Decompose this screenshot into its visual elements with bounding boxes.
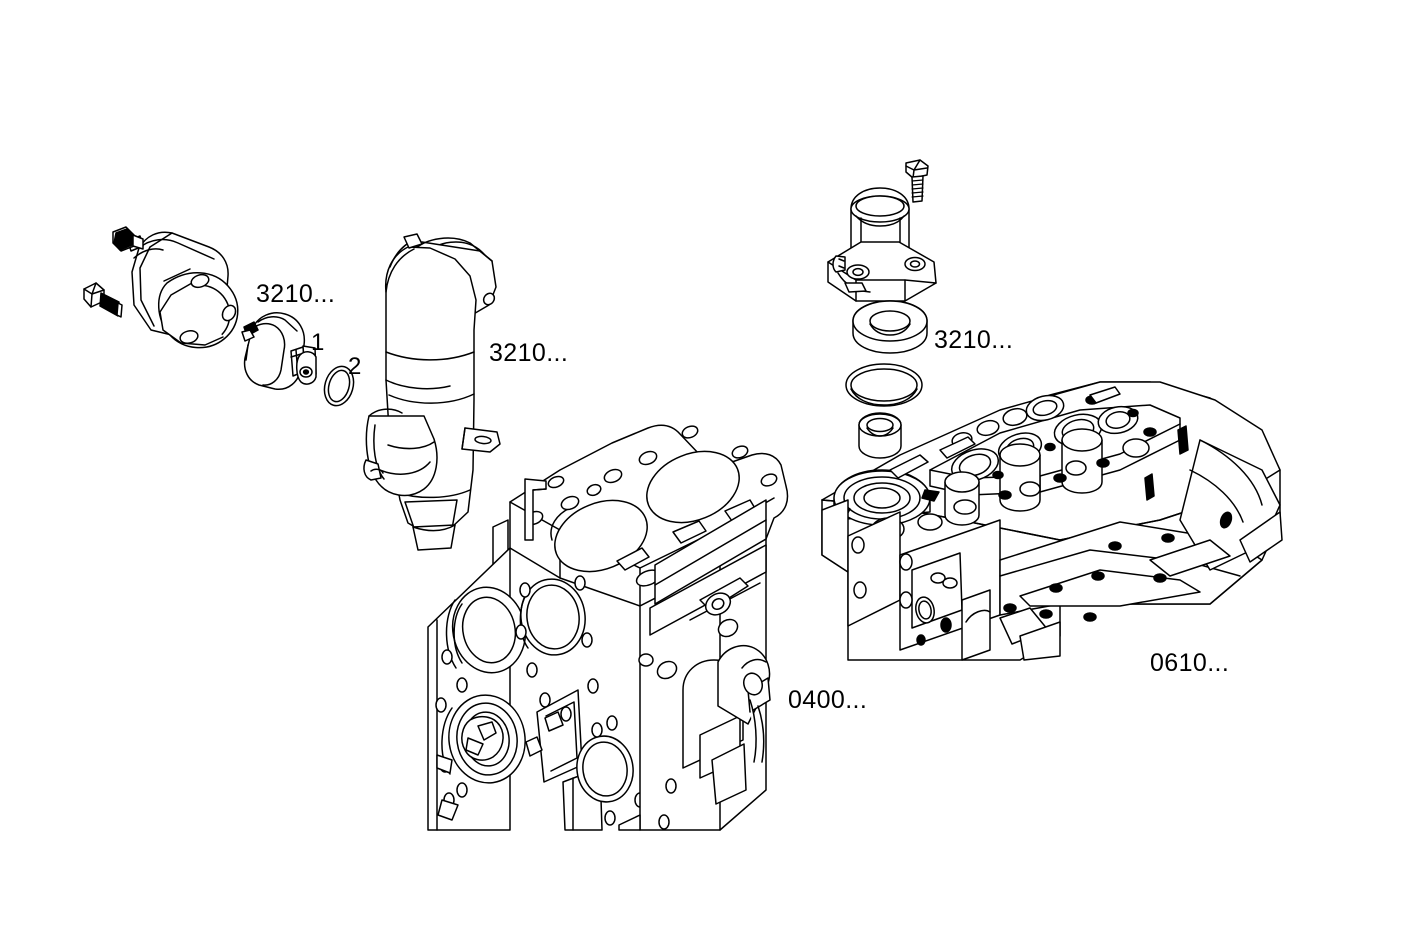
thermostat-housing-cover	[127, 231, 239, 349]
callout-item-2: 2	[348, 353, 362, 380]
water-outlet-flange	[827, 187, 937, 302]
cylinder-block	[427, 424, 789, 831]
callout-item-1: 1	[311, 329, 325, 356]
outlet-bolt	[905, 159, 929, 203]
water-pipe	[363, 233, 501, 551]
housing-bolt-lower	[83, 282, 123, 318]
thermostat-seal-ring	[323, 365, 355, 407]
label-water-outlet-group: 3210...	[934, 326, 1014, 354]
label-cylinder-head-group: 0610...	[1150, 649, 1230, 677]
label-thermostat-group: 3210...	[256, 280, 336, 308]
outlet-seal-ring	[852, 300, 928, 354]
housing-bolt-upper	[112, 226, 144, 252]
thermostat	[241, 312, 317, 390]
outlet-o-ring	[845, 363, 923, 407]
outlet-sleeve	[858, 412, 902, 459]
label-cylinder-block-group: 0400...	[788, 686, 868, 714]
cylinder-head	[821, 381, 1283, 661]
label-water-pipe-group: 3210...	[489, 339, 569, 367]
